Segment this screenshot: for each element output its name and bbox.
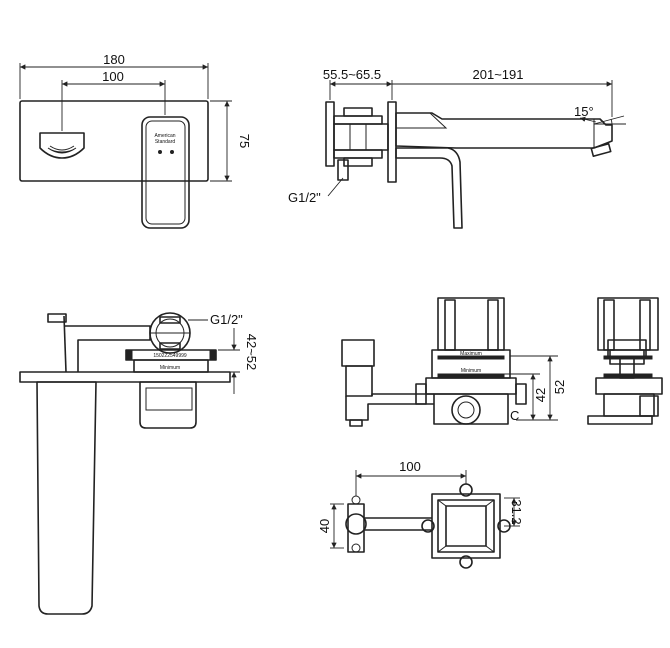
svg-text:Maximum: Maximum: [460, 351, 482, 357]
dim-height: 75: [237, 134, 252, 148]
dim-spacing: 100: [102, 69, 124, 84]
front-view: American Standard 180 100 75: [19, 52, 252, 229]
valve-body-side: [587, 297, 663, 425]
top-left-fitting: [345, 513, 367, 535]
valve-body-front: Maximum Minimum C 42 52: [341, 297, 567, 427]
dim-angle: 15°: [574, 104, 594, 119]
svg-text:C: C: [510, 408, 519, 423]
dim-width: 180: [103, 52, 125, 67]
svg-text:Minimum: Minimum: [461, 368, 481, 374]
section-handle: [139, 381, 197, 429]
dim-range: 42~52: [244, 334, 259, 371]
dim-max: 52: [552, 380, 567, 394]
dim-reach: 201~191: [473, 67, 524, 82]
dim-top-spacing: 100: [399, 459, 421, 474]
section-body: [36, 381, 97, 615]
lever-handle: [141, 116, 190, 229]
spout-outlet: [39, 132, 85, 159]
dim-top-height: 40: [317, 519, 332, 533]
bottom-outlet: [451, 395, 481, 425]
svg-text:Minimum: Minimum: [160, 365, 180, 371]
top-housing: [431, 493, 501, 559]
thread-label: G1/2": [288, 190, 321, 205]
side-handle: [395, 147, 463, 229]
section-view: 150222549999 Minimum G1/2" 42~52: [19, 312, 259, 615]
dim-min: 42: [533, 388, 548, 402]
side-view: 55.5~65.5 201~191 15° G1/2": [288, 67, 626, 229]
section-thread-label: G1/2": [210, 312, 243, 327]
top-view: 100 40 31.2: [317, 459, 524, 569]
svg-text:Standard: Standard: [155, 139, 176, 145]
dim-top-offset: 31.2: [509, 499, 524, 524]
svg-text:150222549999: 150222549999: [153, 353, 187, 359]
dim-depth: 55.5~65.5: [323, 67, 381, 82]
brand-logo: American: [154, 133, 175, 139]
